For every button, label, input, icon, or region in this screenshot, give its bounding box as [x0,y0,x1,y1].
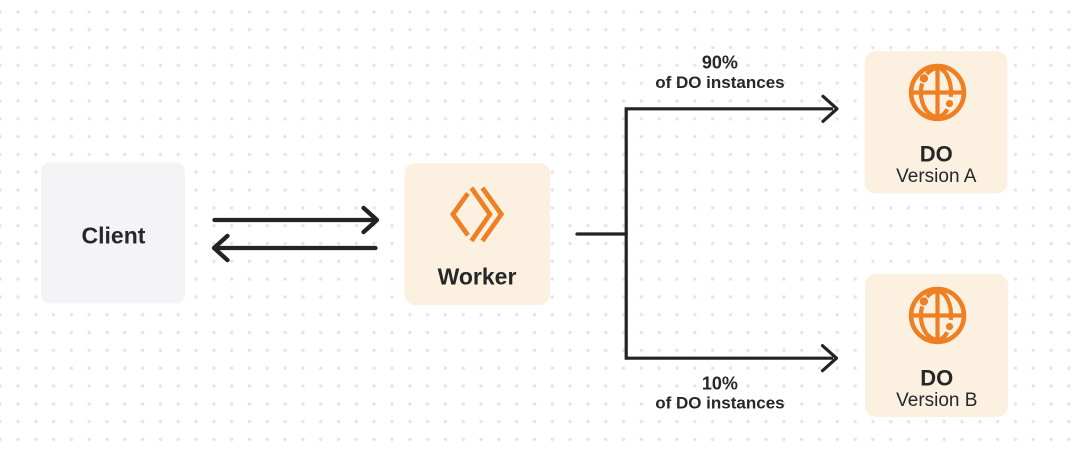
svg-text:Worker: Worker [438,263,517,289]
svg-text:DO: DO [920,142,953,167]
svg-text:10%: 10% [702,374,738,394]
svg-text:Client: Client [82,222,146,248]
svg-text:DO: DO [920,366,953,391]
svg-text:Version A: Version A [896,166,977,187]
svg-text:of DO instances: of DO instances [655,394,784,413]
svg-text:of DO instances: of DO instances [655,73,784,92]
svg-text:Version B: Version B [896,390,977,411]
svg-text:90%: 90% [702,53,738,73]
